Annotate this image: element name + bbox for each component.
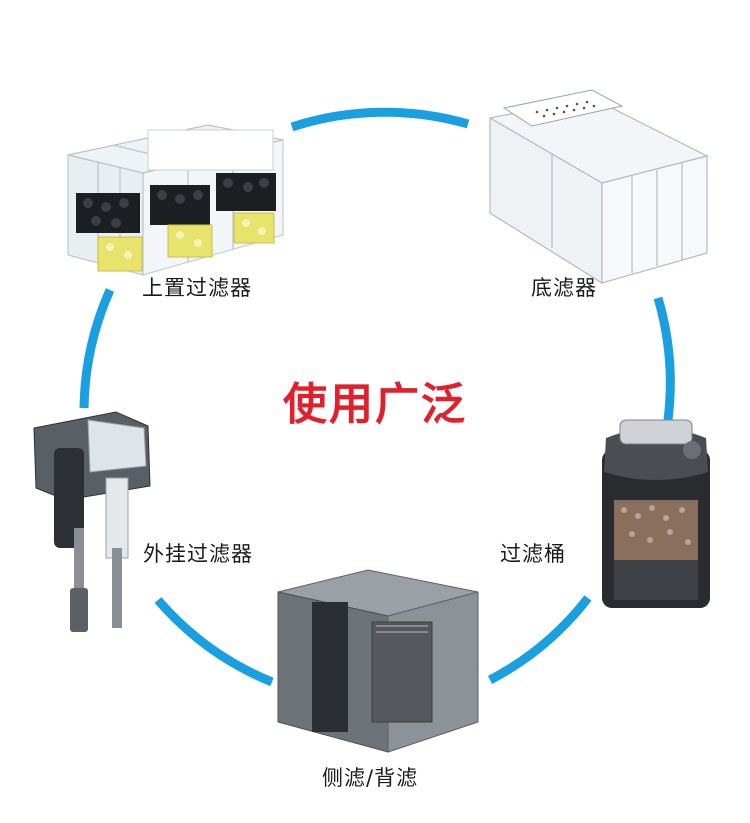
product-label-top-mount: 上置过滤器 xyxy=(142,276,252,300)
ring-arc-bottom-left xyxy=(154,597,274,687)
ring-arc-bottom-right xyxy=(487,595,592,684)
side-back-filter-image xyxy=(277,569,479,753)
product-label-canister: 过滤桶 xyxy=(500,542,566,566)
center-title: 使用广泛 xyxy=(283,379,467,430)
canister-filter-image xyxy=(602,419,710,608)
hang-on-filter-image xyxy=(33,411,151,632)
product-label-hang-on: 外挂过滤器 xyxy=(143,542,253,566)
ring-arc-top xyxy=(290,107,470,132)
product-label-sump: 底滤器 xyxy=(531,276,597,300)
product-label-side-back: 侧滤/背滤 xyxy=(322,766,419,790)
sump-filter-image xyxy=(488,89,709,285)
top-mount-filter-image xyxy=(67,124,284,276)
ring-arc-right xyxy=(653,296,675,421)
ring-arc-left xyxy=(79,288,115,409)
